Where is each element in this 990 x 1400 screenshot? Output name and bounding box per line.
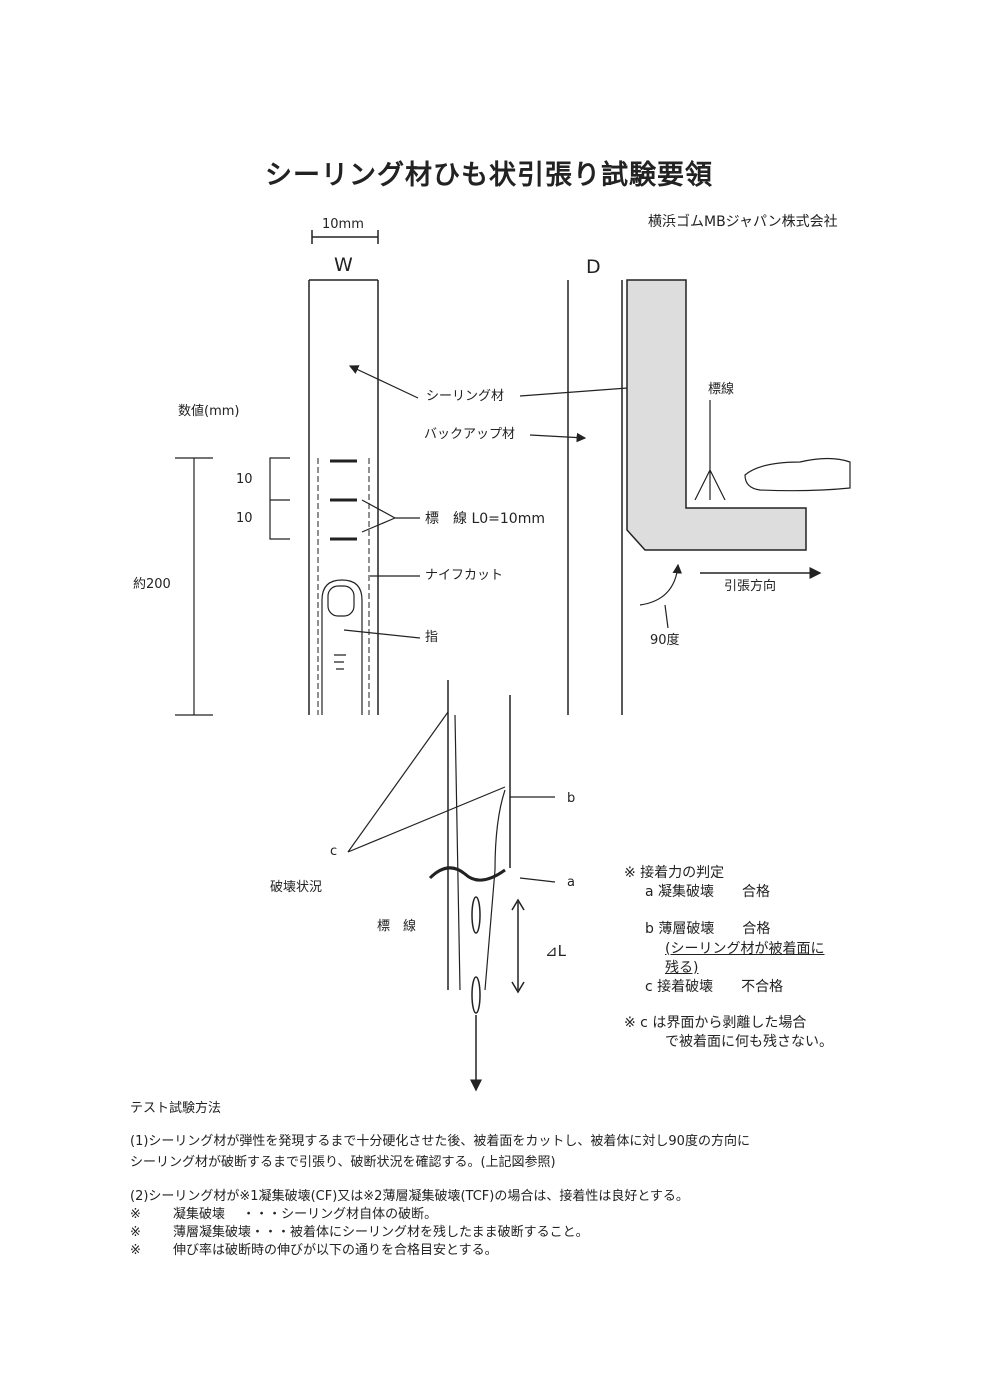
approx-200-label: 約200 bbox=[133, 577, 171, 592]
method-p1-line1: (1)シーリング材が弾性を発現するまで十分硬化させた後、被着面をカットし、被着体… bbox=[130, 1134, 750, 1149]
legend-b: b 薄層破壊 合格 bbox=[645, 921, 771, 937]
note-mark: ※ bbox=[130, 1225, 141, 1240]
legend-a: a 凝集破壊 合格 bbox=[645, 884, 771, 900]
method-p1-line2: シーリング材が破断するまで引張り、破断状況を確認する。(上記図参照) bbox=[130, 1155, 556, 1170]
pull-direction-label: 引張方向 bbox=[724, 579, 777, 594]
angle-label: 90度 bbox=[650, 633, 680, 648]
legend-note-1: ※ c は界面から剥離した場合 bbox=[624, 1015, 807, 1031]
sealant-label: シーリング材 bbox=[426, 389, 505, 404]
label-b: b bbox=[567, 791, 576, 806]
label-d: D bbox=[586, 256, 601, 278]
gauge-line-label: 標 線 L0=10mm bbox=[425, 511, 545, 527]
note-mark: ※ bbox=[130, 1243, 141, 1258]
gauge-line-label-lower: 標 線 bbox=[377, 919, 417, 934]
width-dimension-label: 10mm bbox=[322, 217, 364, 232]
company-name: 横浜ゴムMBジャパン株式会社 bbox=[648, 214, 838, 230]
values-mm-label: 数値(mm) bbox=[178, 404, 240, 419]
knife-cut-label: ナイフカット bbox=[425, 568, 504, 583]
note-text: 薄層凝集破壊・・・被着体にシーリング材を残したまま破断すること。 bbox=[173, 1225, 589, 1240]
method-p2: (2)シーリング材が※1凝集破壊(CF)又は※2薄層凝集破壊(TCF)の場合は、… bbox=[130, 1189, 689, 1204]
note-text: 凝集破壊 ・・・シーリング材自体の破断。 bbox=[173, 1207, 438, 1222]
dimension-brackets bbox=[175, 457, 290, 716]
finger-illustration bbox=[321, 579, 363, 715]
delta-l-label: ⊿L bbox=[545, 942, 566, 960]
label-c: c bbox=[330, 844, 338, 859]
page-title: シーリング材ひも状引張り試験要領 bbox=[265, 160, 713, 191]
width-dimension bbox=[311, 230, 379, 244]
legend-note-2: で被着面に何も残さない。 bbox=[665, 1034, 833, 1050]
backup-label: バックアップ材 bbox=[424, 427, 516, 442]
substrate-d bbox=[567, 279, 851, 715]
method-heading: テスト試験方法 bbox=[130, 1101, 222, 1116]
legend-c: c 接着破壊 不合格 bbox=[645, 979, 784, 995]
gauge-line-label-right: 標線 bbox=[708, 382, 735, 397]
label-w: W bbox=[334, 254, 353, 276]
failure-state-label: 破壊状況 bbox=[270, 880, 323, 895]
note-mark: ※ bbox=[130, 1207, 141, 1222]
legend-b-note-2: 残る) bbox=[665, 960, 699, 976]
legend-b-note-1: (シーリング材が被着面に bbox=[665, 941, 825, 957]
failure-diagram bbox=[347, 680, 556, 1092]
pointer-lines bbox=[343, 365, 657, 639]
dimension-10-second: 10 bbox=[236, 511, 253, 526]
label-a: a bbox=[567, 875, 575, 890]
finger-label: 指 bbox=[425, 630, 439, 645]
legend-heading: ※ 接着力の判定 bbox=[624, 865, 725, 881]
sealant-strip-w bbox=[308, 279, 379, 715]
dimension-10-first: 10 bbox=[236, 472, 253, 487]
note-text: 伸び率は破断時の伸びが以下の通りを合格目安とする。 bbox=[173, 1243, 498, 1258]
